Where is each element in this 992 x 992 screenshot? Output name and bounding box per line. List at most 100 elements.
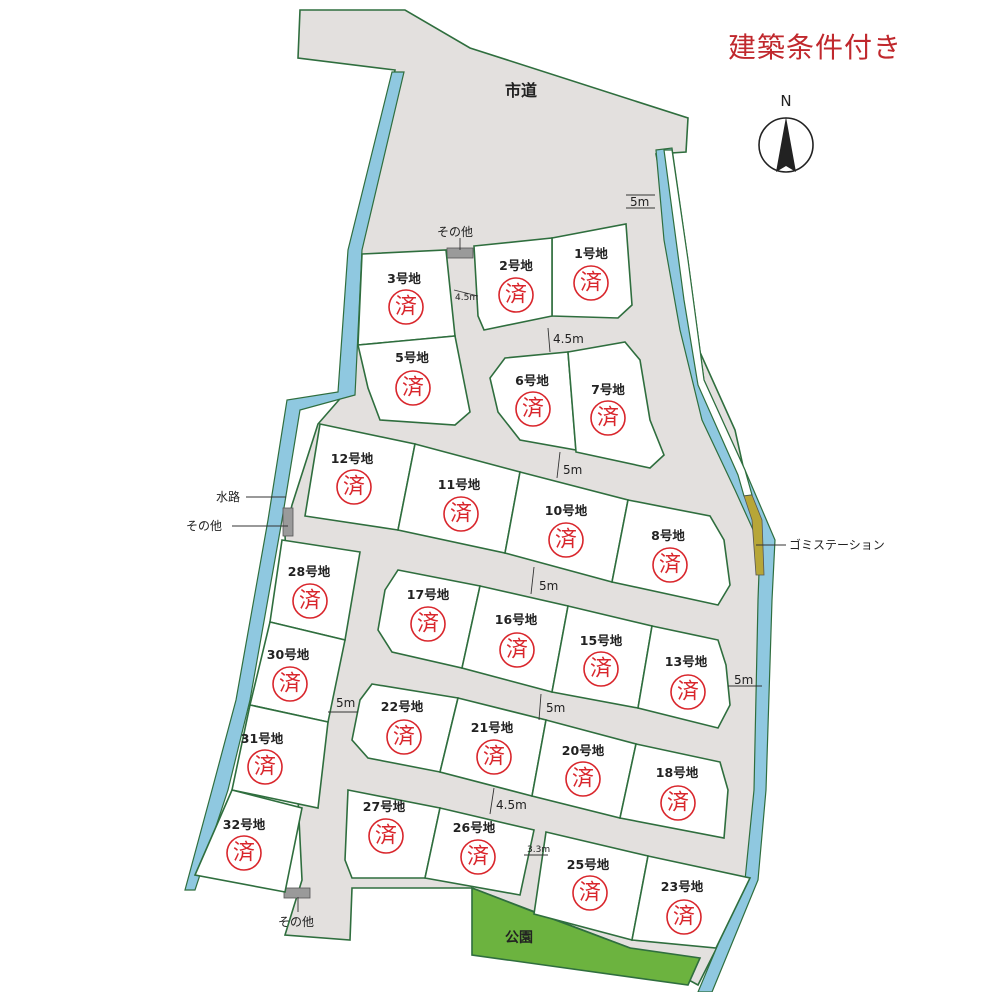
lot-16-sold-mark	[499, 632, 535, 668]
lot-26-sold-text: 済	[467, 845, 489, 870]
lot-5-label: 5号地	[395, 350, 429, 365]
lot-15-sold-mark	[583, 651, 619, 687]
lot-2-label: 2号地	[499, 258, 533, 273]
lot-11-label: 11号地	[438, 477, 481, 492]
north-pointer-icon	[776, 117, 796, 172]
lot-13-sold-mark	[670, 674, 706, 710]
lot-28-sold-text: 済	[299, 589, 321, 614]
lot-32-sold-mark	[226, 835, 262, 871]
lot-5[interactable]	[357, 335, 471, 426]
lot-11-sold-text: 済	[450, 502, 472, 527]
lot-21-label: 21号地	[471, 720, 514, 735]
lot-16-label: 16号地	[495, 612, 538, 627]
lot-17-sold-mark	[410, 606, 446, 642]
width-tick-w7	[538, 693, 542, 721]
north-letter: N	[780, 92, 791, 110]
lot-20-sold-text: 済	[572, 767, 594, 792]
lot-6-sold-text: 済	[522, 397, 544, 422]
lot-1-sold-mark	[573, 265, 609, 301]
lot-1-sold-text: 済	[580, 271, 602, 296]
lot-13-sold-text: 済	[677, 680, 699, 705]
lot-3-label: 3号地	[387, 271, 421, 286]
lot-18-label: 18号地	[656, 765, 699, 780]
lot-8-sold-mark	[652, 547, 688, 583]
lot-3-sold-mark	[388, 289, 424, 325]
road-width-w5: 5m	[539, 579, 558, 593]
lot-5-sold-text: 済	[402, 376, 424, 401]
lot-25-label: 25号地	[567, 857, 610, 872]
lot-15-label: 15号地	[580, 633, 623, 648]
lot-23-sold-text: 済	[673, 905, 695, 930]
garbage-station-area	[743, 494, 765, 576]
lot-25-sold-text: 済	[579, 881, 601, 906]
lot-32[interactable]	[193, 789, 303, 893]
road-name-label: 市道	[505, 81, 537, 100]
lot-18[interactable]	[619, 743, 729, 839]
lot-5-sold-mark	[395, 370, 431, 406]
lot-20-sold-mark	[565, 761, 601, 797]
lot-27-sold-mark	[368, 818, 404, 854]
lot-3-sold-text: 済	[395, 295, 417, 320]
road-width-w6: 5m	[734, 673, 753, 687]
lot-31-sold-text: 済	[254, 755, 276, 780]
lot-12-sold-text: 済	[343, 475, 365, 500]
lot-18-sold-mark	[660, 785, 696, 821]
lot-16-sold-text: 済	[506, 638, 528, 663]
gomi-label: ゴミステーション	[789, 537, 885, 552]
lot-8[interactable]	[611, 499, 731, 606]
lot-2-sold-text: 済	[505, 283, 527, 308]
lot-11-sold-mark	[443, 496, 479, 532]
lot-26-sold-mark	[460, 839, 496, 875]
misc-plot-bottom	[283, 887, 311, 899]
lot-15-sold-text: 済	[590, 657, 612, 682]
lot-26[interactable]	[424, 807, 535, 896]
lot-7-sold-mark	[590, 400, 626, 436]
lot-28-label: 28号地	[288, 564, 331, 579]
lot-7-label: 7号地	[591, 382, 625, 397]
lot-27[interactable]	[344, 789, 441, 879]
lot-31-label: 31号地	[241, 731, 284, 746]
road-width-w3: 4.5m	[553, 332, 584, 346]
lot-13[interactable]	[637, 625, 731, 729]
lot-32-sold-text: 済	[233, 841, 255, 866]
lot-6-label: 6号地	[515, 373, 549, 388]
sonota-bottom-label: その他	[278, 915, 314, 929]
lot-1-label: 1号地	[574, 246, 608, 261]
lot-23-sold-mark	[666, 899, 702, 935]
lot-27-sold-text: 済	[375, 824, 397, 849]
width-tick-w2	[453, 289, 479, 297]
lot-10-sold-text: 済	[555, 528, 577, 553]
lot-31[interactable]	[231, 704, 329, 809]
lot-13-label: 13号地	[665, 654, 708, 669]
sonota-top-label: その他	[437, 225, 473, 239]
road-width-w4: 5m	[563, 463, 582, 477]
road-width-w9: 4.5m	[496, 798, 527, 812]
road-width-w10: 3.3m	[527, 845, 550, 855]
lot-27-label: 27号地	[363, 799, 406, 814]
lot-18-sold-text: 済	[667, 791, 689, 816]
suiro-label: 水路	[216, 489, 240, 504]
width-tick-w3	[547, 327, 551, 353]
page-title: 建築条件付き	[728, 31, 903, 64]
lot-7[interactable]	[567, 341, 665, 469]
lot-30-sold-text: 済	[279, 672, 301, 697]
lot-26-label: 26号地	[453, 820, 496, 835]
lot-31-sold-mark	[247, 749, 283, 785]
misc-plot-left	[282, 507, 294, 537]
width-tick-w4	[556, 451, 561, 479]
lot-30-label: 30号地	[267, 647, 310, 662]
road-width-w8: 5m	[336, 696, 355, 710]
sonota-left-label: その他	[186, 519, 222, 533]
lot-8-label: 8号地	[651, 528, 685, 543]
lot-25-sold-mark	[572, 875, 608, 911]
lot-7-sold-text: 済	[597, 406, 619, 431]
lot-22-label: 22号地	[381, 699, 424, 714]
lot-12-sold-mark	[336, 469, 372, 505]
width-tick-w5	[530, 566, 535, 595]
lot-17-label: 17号地	[407, 587, 450, 602]
lot-21-sold-text: 済	[483, 745, 505, 770]
lot-2[interactable]	[473, 237, 553, 331]
water-channel	[184, 71, 405, 891]
lot-23-label: 23号地	[661, 879, 704, 894]
